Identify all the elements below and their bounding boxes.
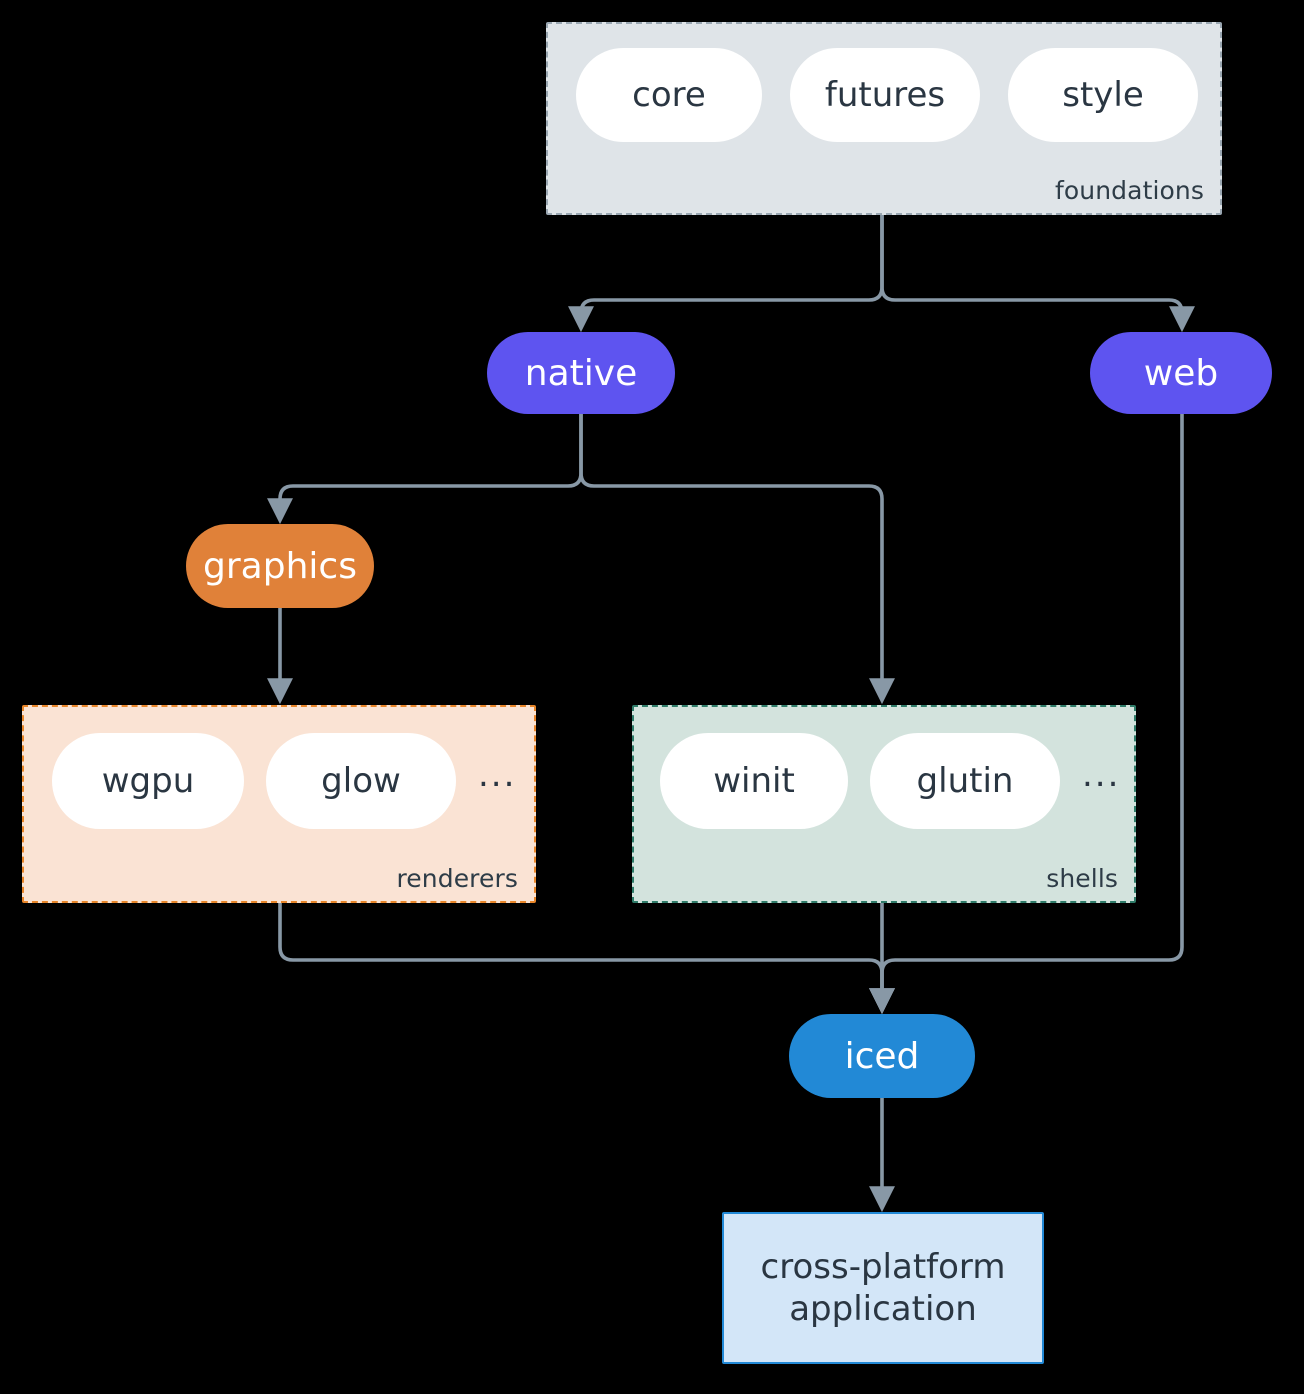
- edge-native-graphics: [267, 414, 583, 525]
- leaf-label: core: [632, 75, 706, 115]
- leaf-label: winit: [713, 761, 795, 801]
- application-label-line1: cross-platform: [760, 1246, 1006, 1287]
- edge-foundations-web: [880, 215, 1195, 333]
- shells-more-indicator: ...: [1082, 755, 1121, 795]
- node-graphics[interactable]: graphics: [186, 524, 374, 608]
- renderers-more-indicator: ...: [478, 755, 517, 795]
- node-cross-platform-application[interactable]: cross-platform application: [722, 1212, 1044, 1364]
- cluster-label-shells: shells: [1046, 864, 1118, 893]
- edge-native-shells: [579, 414, 895, 705]
- edge-renderers-iced: [278, 903, 895, 1015]
- leaf-style[interactable]: style: [1008, 48, 1198, 142]
- node-iced[interactable]: iced: [789, 1014, 975, 1098]
- leaf-wgpu[interactable]: wgpu: [52, 733, 244, 829]
- leaf-label: futures: [824, 75, 946, 115]
- cluster-renderers: wgpu glow ... renderers: [22, 705, 536, 903]
- application-label-line2: application: [789, 1289, 977, 1329]
- leaf-label: glutin: [916, 761, 1014, 801]
- node-label: graphics: [203, 545, 357, 587]
- leaf-label: wgpu: [101, 761, 195, 801]
- leaf-glutin[interactable]: glutin: [870, 733, 1060, 829]
- leaf-glow[interactable]: glow: [266, 733, 456, 829]
- leaf-label: glow: [321, 761, 401, 801]
- leaf-winit[interactable]: winit: [660, 733, 848, 829]
- node-label: web: [1143, 352, 1219, 394]
- leaf-core[interactable]: core: [576, 48, 762, 142]
- node-native[interactable]: native: [487, 332, 675, 414]
- leaf-label: style: [1062, 75, 1144, 115]
- node-label: iced: [844, 1035, 920, 1077]
- node-label: native: [524, 352, 638, 394]
- cluster-foundations: core futures style foundations: [546, 22, 1222, 215]
- cluster-shells: winit glutin ... shells: [632, 705, 1136, 903]
- leaf-futures[interactable]: futures: [790, 48, 980, 142]
- cluster-label-foundations: foundations: [1055, 176, 1204, 205]
- edge-foundations-native: [568, 215, 884, 333]
- cluster-label-renderers: renderers: [396, 864, 518, 893]
- node-web[interactable]: web: [1090, 332, 1272, 414]
